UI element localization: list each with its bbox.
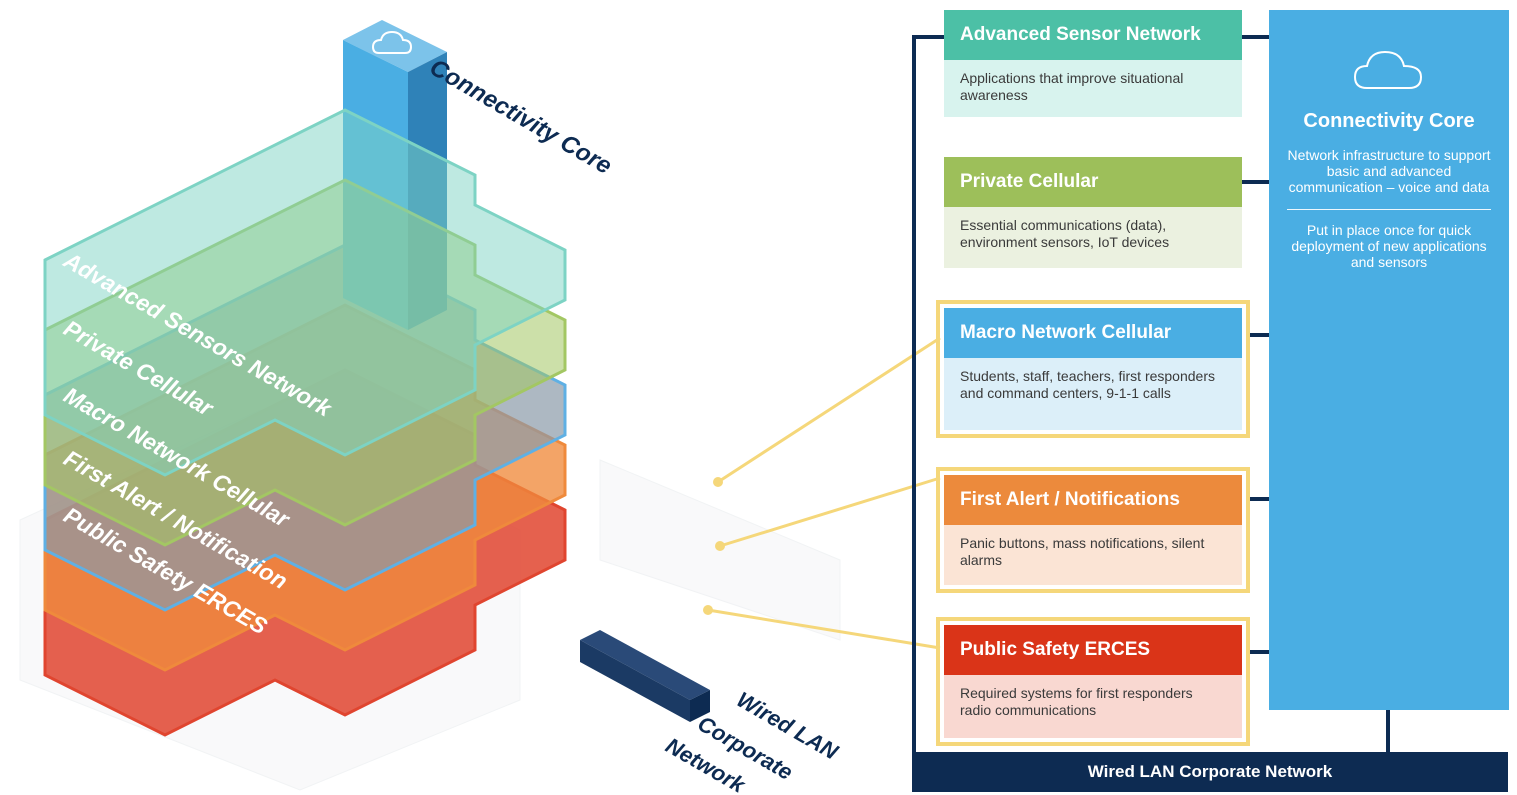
core-description-2: Put in place once for quick deployment o… [1291,222,1487,270]
card-first-alert: First Alert / Notifications Panic button… [936,467,1250,593]
label-connectivity-core: Connectivity Core [425,54,616,180]
card-private-cellular: Private Cellular Essential communication… [944,157,1242,268]
card-macro-network: Macro Network Cellular Students, staff, … [936,300,1250,438]
connectivity-core-panel: Connectivity Core Network infrastructure… [1269,10,1509,710]
card-title: Private Cellular [944,157,1242,207]
frame-left-rail [912,35,916,755]
connector-2 [1242,180,1270,184]
core-description: Network infrastructure to support basic … [1287,147,1491,195]
card-body: Applications that improve situational aw… [944,60,1242,117]
card-body: Essential communications (data), environ… [944,207,1242,268]
connector-1 [1242,35,1270,39]
cloud-icon [371,30,413,54]
connector-5 [1246,650,1270,654]
cloud-icon [1353,50,1423,89]
core-divider [1287,209,1491,210]
connector-4 [1246,497,1270,501]
card-advanced-sensor: Advanced Sensor Network Applications tha… [944,10,1242,117]
callout-dot-safety [703,605,713,615]
card-title: Public Safety ERCES [944,625,1242,675]
bottom-bar-label: Wired LAN Corporate Network [1087,762,1333,781]
card-body: Panic buttons, mass notifications, silen… [944,525,1242,585]
wired-lan-bar [580,630,710,722]
card-public-safety: Public Safety ERCES Required systems for… [936,617,1250,746]
layer-stack-illustration: Connectivity Core Advanced Sensors Netwo… [19,20,843,795]
frame-top-stub [912,35,944,39]
connector-3 [1246,333,1270,337]
card-body: Students, staff, teachers, first respond… [944,358,1242,430]
frame-core-drop [1386,710,1390,754]
wired-lan-bar-label: Wired LAN Corporate Network [912,752,1508,792]
card-title: First Alert / Notifications [944,475,1242,525]
callout-dot-macro [713,477,723,487]
card-body: Required systems for first responders ra… [944,675,1242,738]
core-title: Connectivity Core [1303,110,1475,132]
callout-dot-alert [715,541,725,551]
card-title: Macro Network Cellular [944,308,1242,358]
card-title: Advanced Sensor Network [944,10,1242,60]
